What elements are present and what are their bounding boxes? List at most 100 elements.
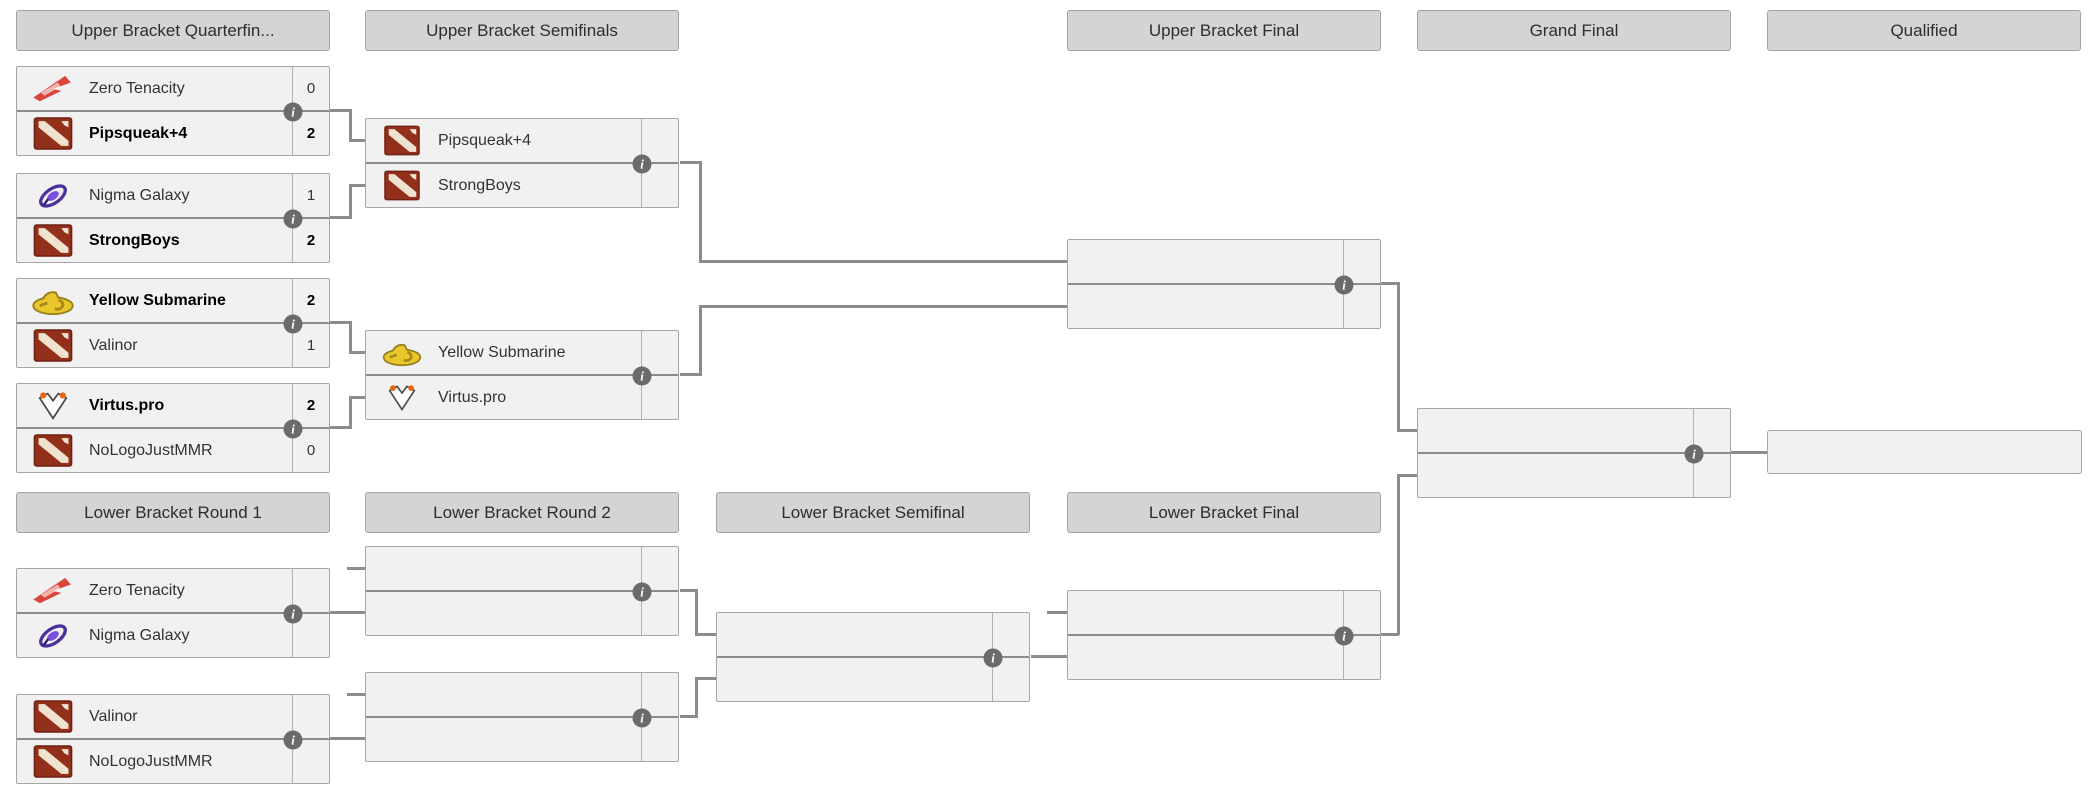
match-info-icon[interactable]: i [1334,626,1354,646]
team-row[interactable]: Nigma Galaxy 1 [17,174,329,217]
header-lower-bracket-final: Lower Bracket Final [1067,492,1381,533]
header-grand-final: Grand Final [1417,10,1731,51]
zero-tenacity-logo-icon [17,74,89,104]
connector-line [350,351,366,354]
match-divider [17,110,329,112]
match-divider [366,590,678,592]
team-row[interactable]: Yellow Submarine 2 [17,279,329,322]
match-info-icon[interactable]: i [983,648,1003,668]
connector-line [1031,655,1067,658]
team-score [1343,285,1380,328]
team-name: StrongBoys [89,231,180,249]
match-info-icon[interactable]: i [283,604,303,624]
connector-line [1398,474,1417,477]
team-row[interactable] [1068,591,1380,634]
connector-line [330,216,350,219]
connector-line [699,161,702,263]
connector-line [350,139,366,142]
match-divider [17,612,329,614]
match-divider [366,374,678,376]
yellow-submarine-logo-icon [17,285,89,317]
header-upper-bracket-quarterfinals: Upper Bracket Quarterfin... [16,10,330,51]
connector-line [1397,282,1400,432]
match-info-icon[interactable]: i [283,209,303,229]
team-row[interactable]: Pipsqueak+4 2 [17,112,329,155]
team-score: 1 [292,324,329,367]
team-row[interactable]: Pipsqueak+4 [366,119,678,162]
match-info-icon[interactable]: i [1684,444,1704,464]
team-row[interactable]: Valinor 1 [17,324,329,367]
match-info-icon[interactable]: i [632,154,652,174]
team-row[interactable] [1418,454,1730,497]
team-row[interactable] [366,547,678,590]
nigma-galaxy-logo-icon [17,619,89,653]
zero-tenacity-logo-icon [17,576,89,606]
header-qualified: Qualified [1767,10,2081,51]
virtus-pro-logo-icon [17,391,89,421]
team-row[interactable]: Zero Tenacity 0 [17,67,329,110]
match-divider [1068,634,1380,636]
team-score [641,673,678,716]
team-score [641,164,678,207]
match-info-icon[interactable]: i [632,582,652,602]
team-name: Yellow Submarine [89,291,226,309]
team-row[interactable] [717,613,1029,656]
qualified-slot [1767,430,2082,474]
team-row[interactable]: StrongBoys [366,164,678,207]
team-name: Nigma Galaxy [89,626,190,644]
team-score: 2 [292,279,329,322]
team-row[interactable]: Zero Tenacity [17,569,329,612]
match-info-icon[interactable]: i [1334,275,1354,295]
team-row[interactable]: Virtus.pro 2 [17,384,329,427]
dota2-default-logo-icon [17,700,89,733]
header-upper-bracket-semifinals: Upper Bracket Semifinals [365,10,679,51]
connector-line [347,567,365,570]
team-row[interactable]: StrongBoys 2 [17,219,329,262]
team-score: 2 [292,384,329,427]
team-name: Valinor [89,336,138,354]
team-row[interactable]: NoLogoJustMMR [17,740,329,783]
team-name: NoLogoJustMMR [89,752,213,770]
team-row[interactable] [366,592,678,635]
match-info-icon[interactable]: i [283,419,303,439]
team-row[interactable] [1068,636,1380,679]
dota2-default-logo-icon [17,117,89,150]
match-ub-semifinal-1: Pipsqueak+4 StrongBoys i [365,118,679,208]
team-name: Virtus.pro [89,396,165,414]
team-score [292,695,329,738]
virtus-pro-logo-icon [366,384,438,412]
connector-line [347,693,365,696]
team-name: Zero Tenacity [89,79,185,97]
match-info-icon[interactable]: i [632,708,652,728]
match-info-icon[interactable]: i [283,730,303,750]
match-divider [717,656,1029,658]
connector-line [1381,633,1399,636]
connector-line [680,715,697,718]
team-score [992,613,1029,656]
header-lower-bracket-round-2: Lower Bracket Round 2 [365,492,679,533]
team-row[interactable]: Nigma Galaxy [17,614,329,657]
team-row[interactable]: NoLogoJustMMR 0 [17,429,329,472]
team-row[interactable] [1068,285,1380,328]
match-lb-semifinal: i [716,612,1030,702]
team-row[interactable]: Valinor [17,695,329,738]
match-info-icon[interactable]: i [283,102,303,122]
team-row[interactable]: Yellow Submarine [366,331,678,374]
connector-line [1731,451,1767,454]
team-row[interactable] [717,658,1029,701]
match-info-icon[interactable]: i [632,366,652,386]
team-row[interactable] [1418,409,1730,452]
match-divider [17,322,329,324]
team-score [1343,591,1380,634]
connector-line [695,589,698,636]
team-name: Pipsqueak+4 [438,131,531,149]
connector-line [349,109,352,142]
team-row[interactable]: Virtus.pro [366,376,678,419]
team-row[interactable] [1068,240,1380,283]
team-row[interactable] [366,673,678,716]
connector-line [330,611,365,614]
yellow-submarine-logo-icon [366,338,438,368]
match-ub-quarterfinal-3: Yellow Submarine 2 Valinor 1 i [16,278,330,368]
match-info-icon[interactable]: i [283,314,303,334]
team-row[interactable] [366,718,678,761]
